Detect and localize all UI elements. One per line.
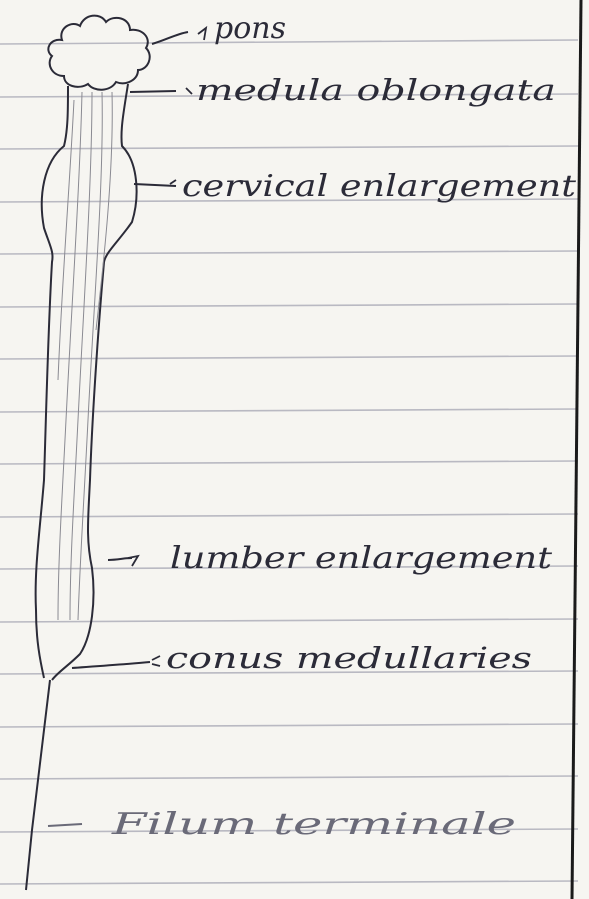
label-filum-terminale: Filum terminale [110,807,516,842]
ruled-lines [0,40,578,884]
pons-shape [48,16,149,90]
label-lumbar-enlargement: lumber enlargement [170,541,553,576]
filum-terminale-shape [26,680,50,890]
cord-fibres [58,92,112,620]
label-pons: pons [214,11,286,46]
label-medulla-oblongata: medula oblongata [196,73,556,107]
label-conus-medullaris: conus medullaries [166,641,532,675]
leader-lines [48,32,188,826]
spinal-cord-outline [36,84,137,680]
margin-line [572,0,581,899]
label-cervical-enlargement: cervical enlargement [182,169,577,204]
